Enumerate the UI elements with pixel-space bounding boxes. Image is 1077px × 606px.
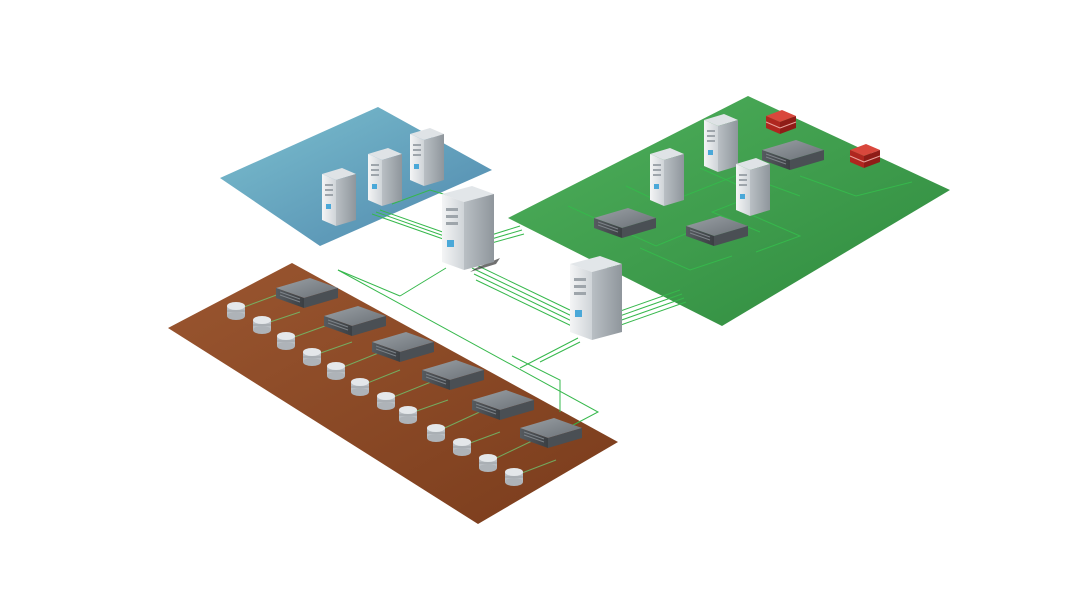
disk-drive-icon[interactable]: [276, 331, 296, 351]
tower-server-icon[interactable]: [322, 168, 356, 226]
tower-server-icon[interactable]: [410, 128, 444, 186]
tower-server-icon[interactable]: [704, 114, 738, 172]
tower-server-icon[interactable]: [736, 158, 770, 216]
tower-server-icon[interactable]: [442, 186, 494, 270]
tower-server-icon[interactable]: [650, 148, 684, 206]
disk-drive-icon[interactable]: [302, 347, 322, 367]
disk-drive-icon[interactable]: [478, 453, 498, 473]
disk-drive-icon[interactable]: [376, 391, 396, 411]
tower-server-icon[interactable]: [368, 148, 402, 206]
disk-drive-icon[interactable]: [426, 423, 446, 443]
disk-drive-icon[interactable]: [326, 361, 346, 381]
disk-drive-icon[interactable]: [452, 437, 472, 457]
gateway-servers: [442, 186, 622, 340]
disk-drive-icon[interactable]: [252, 315, 272, 335]
disk-drive-icon[interactable]: [398, 405, 418, 425]
disk-drive-icon[interactable]: [350, 377, 370, 397]
tower-server-icon[interactable]: [570, 256, 622, 340]
disk-drive-icon[interactable]: [504, 467, 524, 487]
disk-drive-icon[interactable]: [226, 301, 246, 321]
connector-lines: [337, 167, 913, 433]
